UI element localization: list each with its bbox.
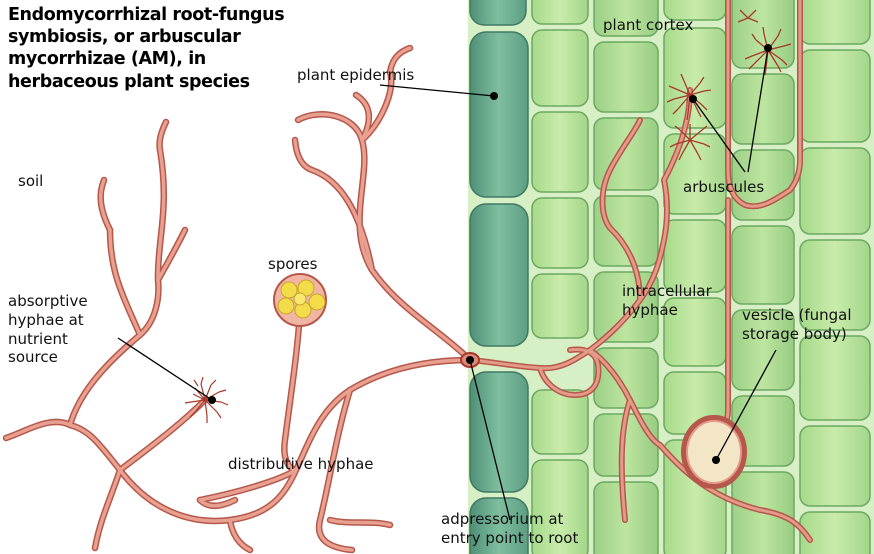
label-line: nutrient	[8, 330, 88, 349]
diagram-title: Endomycorrhizal root-fungus symbiosis, o…	[8, 4, 338, 93]
label-absorptive-hyphae: absorptive hyphae at nutrient source	[8, 292, 88, 367]
leader-dot-adpressorium	[466, 356, 474, 364]
leader-dot-vesicle	[712, 456, 720, 464]
spore-sac	[274, 274, 326, 326]
title-line: Endomycorrhizal root-fungus	[8, 4, 338, 26]
label-plant-epidermis: plant epidermis	[297, 66, 414, 85]
absorptive-hyphae-tuft	[185, 377, 228, 423]
title-line: herbaceous plant species	[8, 71, 338, 93]
label-line: intracellular	[622, 282, 712, 301]
title-line: mycorrhizae (AM), in	[8, 48, 338, 70]
spore	[309, 294, 325, 310]
vesicle	[684, 418, 744, 486]
spore	[294, 293, 306, 305]
leader-dot-epidermis	[490, 92, 498, 100]
epidermis-cells	[470, 0, 528, 554]
label-line: absorptive	[8, 292, 88, 311]
title-line: symbiosis, or arbuscular	[8, 26, 338, 48]
label-arbuscules: arbuscules	[683, 178, 764, 197]
leader-dot-arbuscule-2	[764, 44, 772, 52]
leader-dot-absorptive	[208, 396, 216, 404]
label-line: hyphae	[622, 301, 712, 320]
label-vesicle: vesicle (fungal storage body)	[742, 306, 852, 344]
label-line: hyphae at	[8, 311, 88, 330]
label-line: storage body)	[742, 325, 852, 344]
label-adpressorium: adpressorium at entry point to root	[441, 510, 578, 548]
label-line: adpressorium at	[441, 510, 578, 529]
label-line: entry point to root	[441, 529, 578, 548]
label-intracellular-hyphae: intracellular hyphae	[622, 282, 712, 320]
root-tissue	[468, 0, 874, 554]
label-soil: soil	[18, 172, 43, 191]
label-line: source	[8, 348, 88, 367]
spore	[278, 298, 294, 314]
leader-line-absorptive	[118, 338, 212, 400]
leader-dot-arbuscule-1	[689, 95, 697, 103]
label-plant-cortex: plant cortex	[603, 16, 693, 35]
label-distributive-hyphae: distributive hyphae	[228, 455, 374, 474]
label-line: vesicle (fungal	[742, 306, 852, 325]
label-spores: spores	[268, 255, 317, 274]
